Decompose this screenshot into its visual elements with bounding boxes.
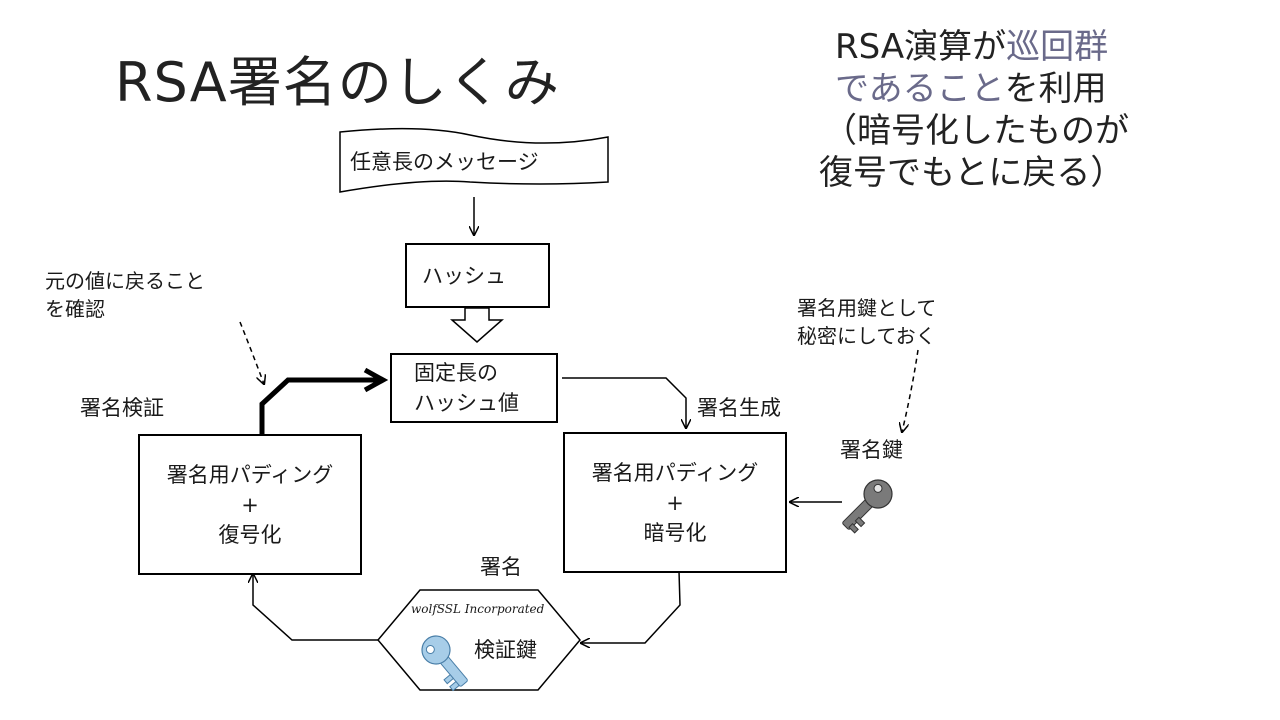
note-line3: （暗号化したものが (823, 111, 1129, 151)
fixed-hash-line1: 固定長の (414, 361, 498, 385)
decrypt-box-plus: + (241, 492, 259, 517)
note-line1-b: 巡回群 (1006, 27, 1109, 67)
arrow-hash-to-sign (562, 377, 686, 428)
verify-label: 署名検証 (80, 396, 164, 420)
signature-label: 署名 (480, 555, 522, 579)
note-line2-b: を利用 (1004, 69, 1107, 109)
note-secret-line2: 秘密にしておく (797, 324, 936, 348)
rsa-explanation-note: RSA演算が巡回群 であることを利用 （暗号化したものが 復号でもとに戻る） (819, 26, 1129, 194)
arrow-encrypt-to-signature (581, 570, 681, 643)
note-line4: 復号でもとに戻る） (819, 153, 1125, 193)
arrow-signature-to-decrypt (253, 574, 380, 641)
arrow-hash-to-fixed (450, 307, 504, 343)
note-secret: 署名用鍵として 秘密にしておく (797, 294, 936, 350)
encrypt-box-plus: + (666, 490, 684, 515)
hash-box: ハッシュ (405, 243, 550, 308)
fixed-hash-box: 固定長の ハッシュ値 (390, 353, 558, 423)
note-line2-a: であること (835, 69, 1005, 109)
arrow-note-secret (902, 349, 919, 432)
decrypt-box-line2: 復号化 (218, 522, 282, 547)
decrypt-box-line1: 署名用パディング (166, 462, 334, 487)
verify-key-hexagon (377, 589, 581, 691)
verify-key-label: 検証鍵 (474, 638, 537, 662)
encrypt-box: 署名用パディング + 暗号化 (563, 432, 787, 573)
verify-key-icon (421, 635, 468, 692)
message-document-shape (339, 127, 609, 193)
decrypt-box: 署名用パディング + 復号化 (138, 434, 362, 575)
arrow-note-left (239, 321, 264, 384)
page-title: RSA署名のしくみ (115, 51, 560, 114)
sign-key-label: 署名鍵 (840, 438, 903, 462)
encrypt-box-line1: 署名用パディング (591, 460, 759, 485)
note-secret-line1: 署名用鍵として (797, 296, 937, 320)
fixed-hash-line2: ハッシュ値 (414, 391, 519, 415)
note-left-line1: 元の値に戻ること (45, 269, 205, 293)
note-left-line2: を確認 (45, 297, 105, 321)
message-label: 任意長のメッセージ (350, 150, 539, 174)
note-line1-a: RSA演算が (835, 27, 1007, 67)
hash-box-label: ハッシュ (422, 263, 506, 288)
encrypt-box-line2: 暗号化 (643, 520, 707, 545)
note-left: 元の値に戻ること を確認 (45, 267, 205, 323)
generate-label: 署名生成 (697, 396, 781, 420)
arrow-verify-to-hash (259, 380, 382, 434)
sign-key-icon (842, 479, 893, 534)
company-watermark: wolfSSL Incorporated (411, 602, 545, 616)
